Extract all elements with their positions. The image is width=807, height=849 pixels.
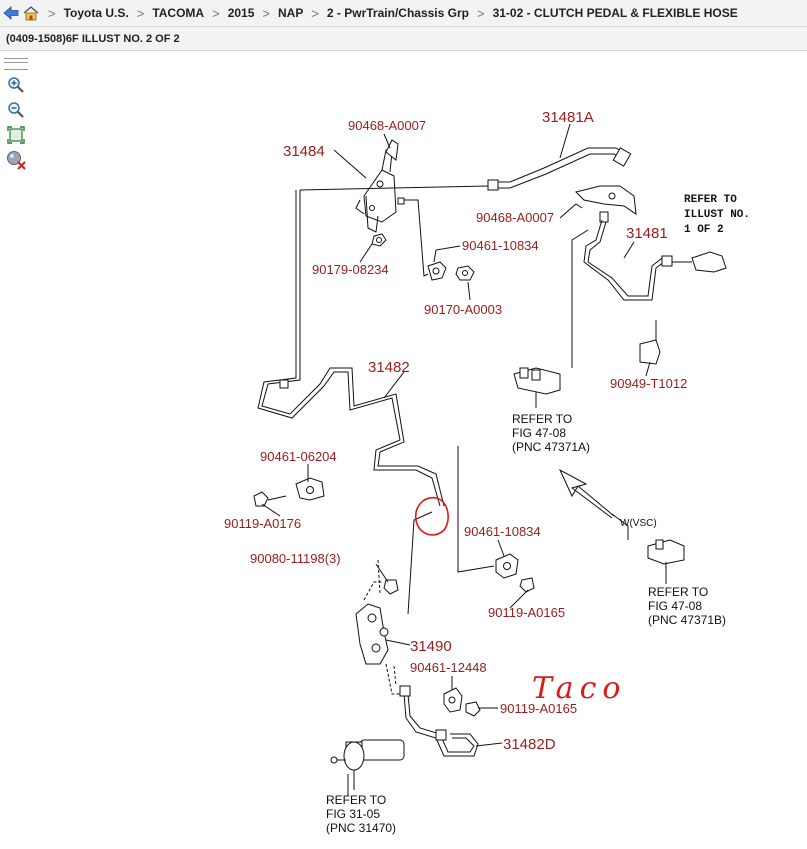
part-label-90461-06204[interactable]: 90461-06204: [260, 449, 337, 464]
clear-zoom-icon[interactable]: [5, 149, 27, 171]
part-label-90949-T1012[interactable]: 90949-T1012: [610, 376, 687, 391]
vsc-arrow-icon: [558, 468, 615, 519]
bracket-31490-drawing: [355, 603, 389, 665]
svg-text:REFER TO: REFER TO: [684, 194, 737, 206]
fit-to-window-icon[interactable]: [5, 124, 27, 146]
svg-text:(PNC 31470): (PNC 31470): [326, 821, 396, 835]
zoom-toolbar: [3, 56, 31, 174]
svg-text:REFER TO: REFER TO: [326, 793, 386, 807]
part-label-31482D[interactable]: 31482D: [503, 736, 556, 753]
svg-text:FIG 47-08: FIG 47-08: [512, 426, 566, 440]
illustration-title: (0409-1508)6F ILLUST NO. 2 OF 2: [6, 32, 180, 45]
bracket-31484-drawing: [355, 149, 405, 233]
clamp-90461-upper-drawing: [427, 261, 447, 281]
part-label-90080-11198[interactable]: 90080-11198(3): [250, 551, 341, 566]
part-label-31481[interactable]: 31481: [626, 225, 668, 242]
part-label-90468-A0007-upper[interactable]: 90468-A0007: [348, 118, 426, 133]
breadcrumb-separator: >: [476, 5, 485, 21]
slave-cylinder-drawing: [330, 739, 405, 790]
bolt-90119-A0176-drawing: [253, 491, 287, 507]
home-icon[interactable]: [22, 4, 40, 22]
part-label-31482[interactable]: 31482: [368, 359, 410, 376]
hose-31481-drawing: [583, 219, 727, 301]
breadcrumb-separator: >: [136, 5, 145, 21]
clamp-90461-06204-drawing: [295, 477, 325, 501]
svg-text:REFER TO: REFER TO: [512, 412, 572, 426]
breadcrumb-group[interactable]: 2 - PwrTrain/Chassis Grp: [326, 6, 469, 20]
svg-text:FIG 31-05: FIG 31-05: [326, 807, 380, 821]
bolt-90080-drawing: [383, 579, 399, 595]
part-label-90461-10834-lower[interactable]: 90461-10834: [464, 524, 541, 539]
part-label-31481A[interactable]: 31481A: [542, 109, 594, 126]
breadcrumb-section[interactable]: 31-02 - CLUTCH PEDAL & FLEXIBLE HOSE: [492, 6, 738, 20]
zoom-in-icon[interactable]: [5, 74, 27, 96]
part-label-90170-A0003[interactable]: 90170-A0003: [424, 302, 502, 317]
part-label-90119-A0165-right[interactable]: 90119-A0165: [488, 605, 565, 620]
breadcrumb-separator: >: [48, 5, 56, 21]
back-icon[interactable]: [2, 4, 20, 22]
breadcrumb-separator: >: [212, 5, 220, 21]
line-31482-drawing: [257, 190, 445, 507]
breadcrumb-region[interactable]: NAP: [277, 6, 304, 20]
clamp-90461-12448-drawing: [443, 687, 481, 717]
breadcrumb-separator: >: [262, 5, 270, 21]
part-labels: 31484 90468-A0007 31481A 90468-A0007 314…: [224, 109, 687, 753]
hose-31481A-drawing: [487, 147, 632, 191]
breadcrumb-year[interactable]: 2015: [227, 6, 255, 20]
svg-text:1 OF 2: 1 OF 2: [684, 224, 724, 236]
part-label-90119-A0165-lower[interactable]: 90119-A0165: [500, 701, 577, 716]
refer-47371A-note: REFER TO FIG 47-08 (PNC 47371A): [512, 412, 590, 454]
breadcrumb-model[interactable]: TACOMA: [152, 6, 205, 20]
annotation-circle-icon: [414, 496, 449, 536]
bolt-90179-drawing: [371, 233, 387, 247]
svg-text:FIG 47-08: FIG 47-08: [648, 599, 702, 613]
breadcrumb-make[interactable]: Toyota U.S.: [63, 6, 129, 20]
line-31482D-drawing: [399, 685, 479, 757]
clamp-90461-lower-drawing: [495, 553, 535, 593]
part-label-31490[interactable]: 31490: [410, 638, 452, 655]
refer-illust-note: REFER TO ILLUST NO. 1 OF 2: [684, 194, 750, 236]
parts-illustration: 31484 90468-A0007 31481A 90468-A0007 314…: [224, 109, 750, 835]
svg-text:ILLUST NO.: ILLUST NO.: [684, 209, 750, 221]
bracket-47371A-drawing: [513, 367, 561, 395]
refer-31470-note: REFER TO FIG 31-05 (PNC 31470): [326, 793, 396, 835]
leader-lines: [261, 123, 667, 796]
refer-47371B-note: REFER TO FIG 47-08 (PNC 47371B): [648, 585, 726, 627]
part-label-90461-12448[interactable]: 90461-12448: [410, 660, 487, 675]
bracket-47371B-drawing: [647, 539, 685, 565]
zoom-out-icon[interactable]: [5, 99, 27, 121]
illustration-title-bar: (0409-1508)6F ILLUST NO. 2 OF 2: [0, 27, 807, 51]
breadcrumb-separator: >: [311, 5, 319, 21]
svg-text:(PNC 47371A): (PNC 47371A): [512, 440, 590, 454]
breadcrumb-bar: > Toyota U.S. > TACOMA > 2015 > NAP > 2 …: [0, 0, 807, 27]
handwritten-annotation: Taco: [532, 671, 626, 706]
bracket-90468-right-drawing: [575, 185, 637, 223]
svg-text:(PNC 47371B): (PNC 47371B): [648, 613, 726, 627]
clip-90949-drawing: [639, 339, 661, 365]
part-label-90119-A0176[interactable]: 90119-A0176: [224, 516, 301, 531]
nut-90170-drawing: [455, 265, 475, 281]
toolbar-grip-icon[interactable]: [4, 58, 28, 70]
part-label-90461-10834-upper[interactable]: 90461-10834: [462, 238, 539, 253]
part-label-31484[interactable]: 31484: [283, 143, 325, 160]
svg-text:REFER TO: REFER TO: [648, 585, 708, 599]
clip-90468-upper-drawing: [385, 139, 399, 161]
vsc-note: W(VSC): [620, 518, 657, 529]
part-label-90468-A0007-right[interactable]: 90468-A0007: [476, 210, 554, 225]
part-label-90179-08234[interactable]: 90179-08234: [312, 262, 389, 277]
